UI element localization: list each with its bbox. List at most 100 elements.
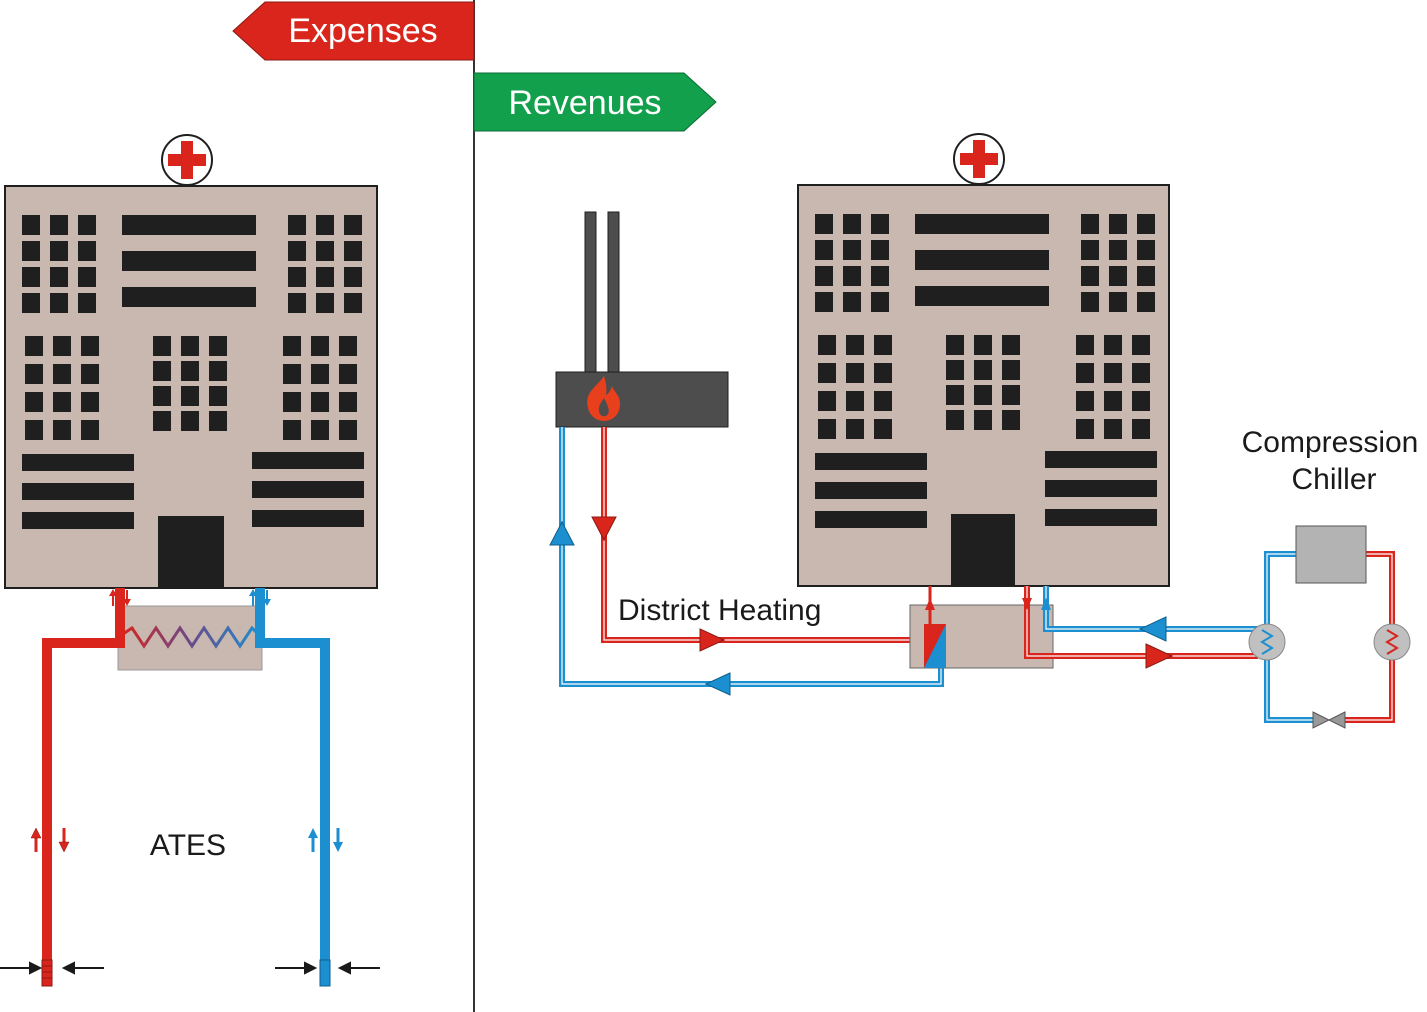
window (1109, 240, 1127, 260)
window (818, 419, 836, 439)
window (311, 392, 329, 412)
window (1132, 363, 1150, 383)
window (1104, 391, 1122, 411)
window (1076, 363, 1094, 383)
window-strip (22, 483, 134, 500)
window (283, 392, 301, 412)
window (974, 335, 992, 355)
window (818, 363, 836, 383)
window (946, 335, 964, 355)
expansion-valve-icon (1312, 711, 1346, 729)
window (1132, 391, 1150, 411)
window (843, 266, 861, 286)
window-strip (22, 512, 134, 529)
window (815, 266, 833, 286)
window (1002, 385, 1020, 405)
window (843, 214, 861, 234)
window (1104, 335, 1122, 355)
window (1104, 363, 1122, 383)
window (181, 411, 199, 431)
window (874, 335, 892, 355)
window (209, 386, 227, 406)
window (81, 364, 99, 384)
window (946, 360, 964, 380)
window (311, 364, 329, 384)
window (78, 241, 96, 261)
window (81, 336, 99, 356)
flame-icon (587, 376, 620, 421)
window (344, 215, 362, 235)
window (1109, 292, 1127, 312)
window (22, 215, 40, 235)
window (81, 420, 99, 440)
hospital-door-right (951, 514, 1015, 586)
window (311, 420, 329, 440)
window (846, 391, 864, 411)
window (209, 411, 227, 431)
window (50, 293, 68, 313)
window (1137, 240, 1155, 260)
window-strip (915, 286, 1049, 306)
window-strip (1045, 509, 1157, 526)
window (339, 336, 357, 356)
window-strip (915, 214, 1049, 234)
window (181, 386, 199, 406)
window (283, 364, 301, 384)
window (288, 293, 306, 313)
window (1109, 214, 1127, 234)
window (316, 267, 334, 287)
district-heating-plant (555, 211, 729, 428)
window (22, 267, 40, 287)
window (283, 336, 301, 356)
window (181, 336, 199, 356)
hospital-cross-icon (953, 133, 1005, 185)
window (25, 364, 43, 384)
ates-label: ATES (150, 829, 226, 862)
window (818, 391, 836, 411)
ates-cold-well-pipe (255, 588, 331, 987)
heat-exchanger-icon (1248, 623, 1286, 661)
window (846, 419, 864, 439)
window (818, 335, 836, 355)
window (209, 336, 227, 356)
window (344, 293, 362, 313)
window (316, 215, 334, 235)
window (339, 392, 357, 412)
window (81, 392, 99, 412)
window-strip (22, 454, 134, 471)
window (846, 363, 864, 383)
window (153, 336, 171, 356)
window (815, 292, 833, 312)
window (974, 360, 992, 380)
building-connection-pipes (925, 586, 1160, 659)
hospital-cross-icon (161, 134, 213, 186)
heat-exchanger-icon (117, 605, 263, 671)
window (283, 420, 301, 440)
window (815, 214, 833, 234)
window (1081, 292, 1099, 312)
window-strip (815, 482, 927, 499)
window (815, 240, 833, 260)
window (288, 215, 306, 235)
district-heating-supply-pipe (591, 427, 930, 652)
window (53, 336, 71, 356)
window (78, 215, 96, 235)
compression-chiller-label-line2: Chiller (1291, 463, 1376, 496)
window (339, 420, 357, 440)
window-strip (1045, 451, 1157, 468)
window-strip (815, 511, 927, 528)
compressor (1295, 525, 1367, 584)
window (874, 391, 892, 411)
window (181, 361, 199, 381)
window (871, 266, 889, 286)
ates-flow-arrows (30, 827, 343, 853)
window (1137, 266, 1155, 286)
window (874, 419, 892, 439)
window (25, 336, 43, 356)
window (846, 335, 864, 355)
revenues-banner: Revenues (473, 72, 717, 132)
window (1002, 360, 1020, 380)
window (843, 240, 861, 260)
compression-chiller (1138, 525, 1411, 729)
